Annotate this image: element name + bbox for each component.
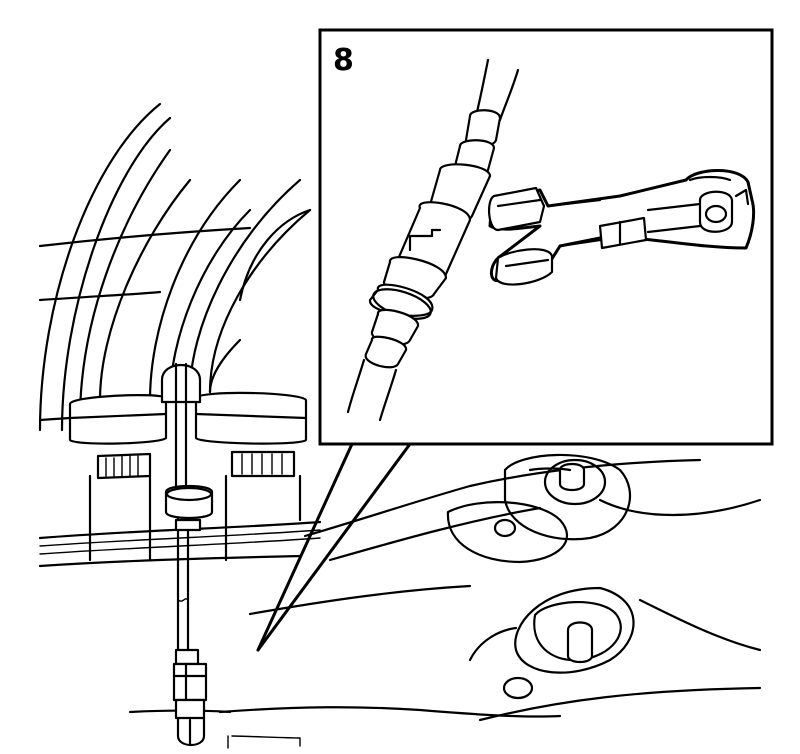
release-tool: [488, 169, 756, 286]
callout-number: 8: [333, 43, 354, 78]
suspension-mounts: [446, 453, 762, 700]
callout-leader: [256, 442, 412, 652]
hose-clamps: [68, 391, 308, 562]
detail-inset: 8: [318, 28, 774, 446]
quick-connector: [346, 58, 520, 422]
fuel-line: [160, 362, 214, 747]
